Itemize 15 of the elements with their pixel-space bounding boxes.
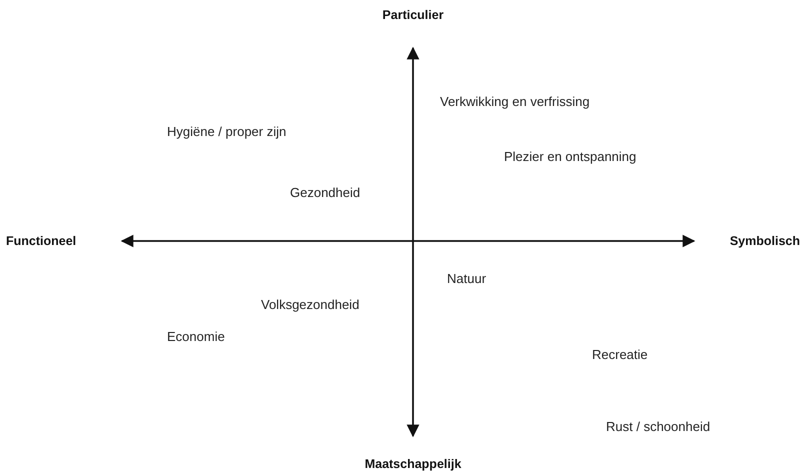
quadrant-label: Rust / schoonheid [606,419,710,435]
quadrant-label: Hygiëne / proper zijn [167,124,286,140]
quadrant-label: Economie [167,329,225,345]
quadrant-label: Gezondheid [290,185,360,201]
axis-arrow [406,46,420,438]
axis-label: Maatschappelijk [364,457,462,472]
quadrant-label: Natuur [447,271,486,287]
quadrant-label: Verkwikking en verfrissing [440,94,590,110]
quadrant-label: Plezier en ontspanning [504,149,636,165]
axis-label: Functioneel [6,234,76,248]
axis-label: Symbolisch [730,234,800,248]
quadrant-label: Recreatie [592,347,648,363]
quadrant-label: Volksgezondheid [261,297,360,313]
axis-arrow [120,234,696,248]
axis-label: Particulier [382,8,444,23]
